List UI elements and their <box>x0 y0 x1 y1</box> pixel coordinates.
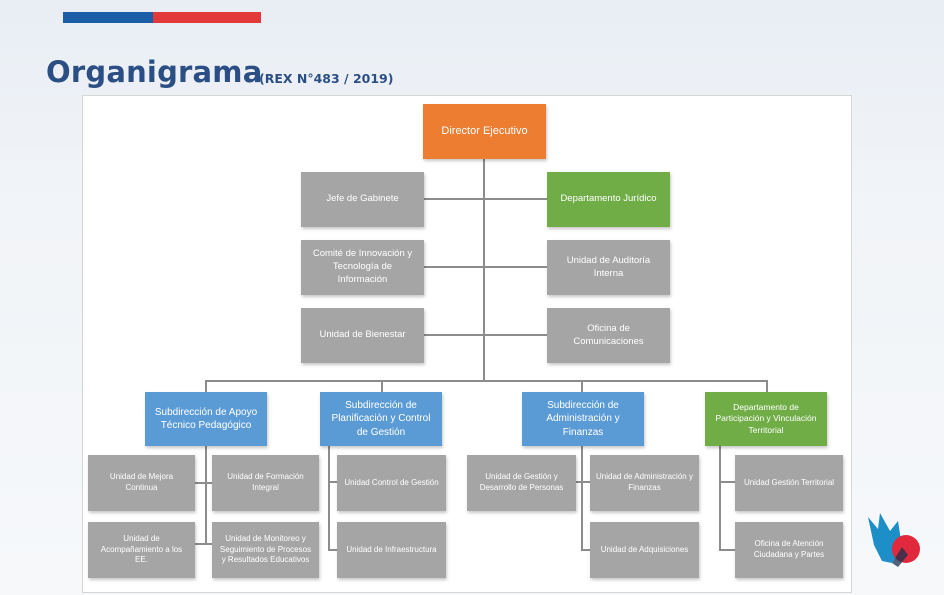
connector-line <box>719 549 735 551</box>
connector-line <box>328 549 337 551</box>
connector-line <box>581 380 583 393</box>
node-label: Unidad de Auditoría Interna <box>566 254 651 279</box>
connector-line <box>424 198 548 200</box>
node-unidad-control-gestion: Unidad Control de Gestión <box>337 455 446 511</box>
node-label: Departamento Jurídico <box>560 193 657 205</box>
node-label: Unidad de Gestión y Desarrollo de Person… <box>479 472 564 492</box>
node-unidad-gestion-territorial: Unidad Gestión Territorial <box>735 455 843 511</box>
org-chart-frame <box>82 95 852 593</box>
node-label: Unidad de Formación Integral <box>227 472 304 492</box>
connector-line <box>381 380 383 393</box>
node-unidad-adquisiciones: Unidad de Adquisiciones <box>590 522 699 578</box>
node-label: Unidad de Acompañamiento a los EE. <box>100 533 183 565</box>
node-oficina-atencion-ciudadana: Oficina de Atención Ciudadana y Partes <box>735 522 843 578</box>
node-label: Departamento de Participación y Vinculac… <box>715 401 817 435</box>
page-title: Organigrama <box>46 55 263 89</box>
connector-line <box>205 380 768 382</box>
node-unidad-formacion-integral: Unidad de Formación Integral <box>212 455 319 511</box>
node-departamento-juridico: Departamento Jurídico <box>547 172 670 227</box>
node-director-ejecutivo: Director Ejecutivo <box>423 104 546 159</box>
node-unidad-mejora-continua: Unidad de Mejora Continua <box>88 455 195 511</box>
node-label: Unidad Control de Gestión <box>344 477 439 487</box>
node-label: Unidad de Monitoreo y Seguimiento de Pro… <box>219 533 312 565</box>
node-unidad-monitoreo: Unidad de Monitoreo y Seguimiento de Pro… <box>212 522 319 578</box>
node-label: Unidad de Administración y Finanzas <box>596 472 693 492</box>
node-departamento-participacion: Departamento de Participación y Vinculac… <box>705 392 827 446</box>
connector-line <box>328 481 337 483</box>
node-comite-innovacion: Comité de Innovación y Tecnología de Inf… <box>301 240 424 295</box>
node-oficina-comunicaciones: Oficina de Comunicaciones <box>547 308 670 363</box>
connector-line <box>581 549 590 551</box>
connector-line <box>483 158 485 380</box>
node-subdireccion-planificacion: Subdirección de Planificación y Control … <box>320 392 442 446</box>
connector-line <box>719 481 735 483</box>
flag-stripe-blue <box>63 12 153 23</box>
node-label: Oficina de Comunicaciones <box>573 322 644 347</box>
node-label: Subdirección de Administración y Finanza… <box>546 399 620 438</box>
connector-line <box>719 445 721 551</box>
node-label: Unidad de Adquisiciones <box>600 544 689 554</box>
connector-line <box>766 380 768 393</box>
flag-stripe-red <box>153 12 261 23</box>
connector-line <box>205 445 207 545</box>
node-subdireccion-apoyo-tecnico: Subdirección de Apoyo Técnico Pedagógico <box>145 392 267 446</box>
node-unidad-gestion-personas: Unidad de Gestión y Desarrollo de Person… <box>467 455 576 511</box>
node-label: Unidad de Mejora Continua <box>109 472 174 492</box>
connector-line <box>195 482 212 484</box>
node-label: Director Ejecutivo <box>441 125 528 138</box>
node-label: Oficina de Atención Ciudadana y Partes <box>753 539 825 559</box>
institution-logo-icon <box>868 513 920 567</box>
connector-line <box>328 445 330 551</box>
node-label: Subdirección de Apoyo Técnico Pedagógico <box>154 406 258 432</box>
node-label: Subdirección de Planificación y Control … <box>331 399 431 438</box>
node-subdireccion-administracion: Subdirección de Administración y Finanza… <box>522 392 644 446</box>
node-unidad-acompanamiento: Unidad de Acompañamiento a los EE. <box>88 522 195 578</box>
connector-line <box>576 481 590 483</box>
node-label: Jefe de Gabinete <box>326 193 399 205</box>
connector-line <box>581 445 583 551</box>
node-jefe-de-gabinete: Jefe de Gabinete <box>301 172 424 227</box>
node-unidad-auditoria-interna: Unidad de Auditoría Interna <box>547 240 670 295</box>
connector-line <box>205 380 207 393</box>
node-label: Unidad de Bienestar <box>319 329 406 341</box>
node-unidad-bienestar: Unidad de Bienestar <box>301 308 424 363</box>
node-unidad-administracion-finanzas: Unidad de Administración y Finanzas <box>590 455 699 511</box>
node-label: Unidad Gestión Territorial <box>743 477 835 487</box>
node-label: Comité de Innovación y Tecnología de Inf… <box>312 248 413 285</box>
node-unidad-infraestructura: Unidad de Infraestructura <box>337 522 446 578</box>
connector-line <box>195 543 212 545</box>
node-label: Unidad de Infraestructura <box>346 544 437 554</box>
page-subtitle: (REX N°483 / 2019) <box>259 71 394 86</box>
connector-line <box>424 266 548 268</box>
connector-line <box>424 334 548 336</box>
